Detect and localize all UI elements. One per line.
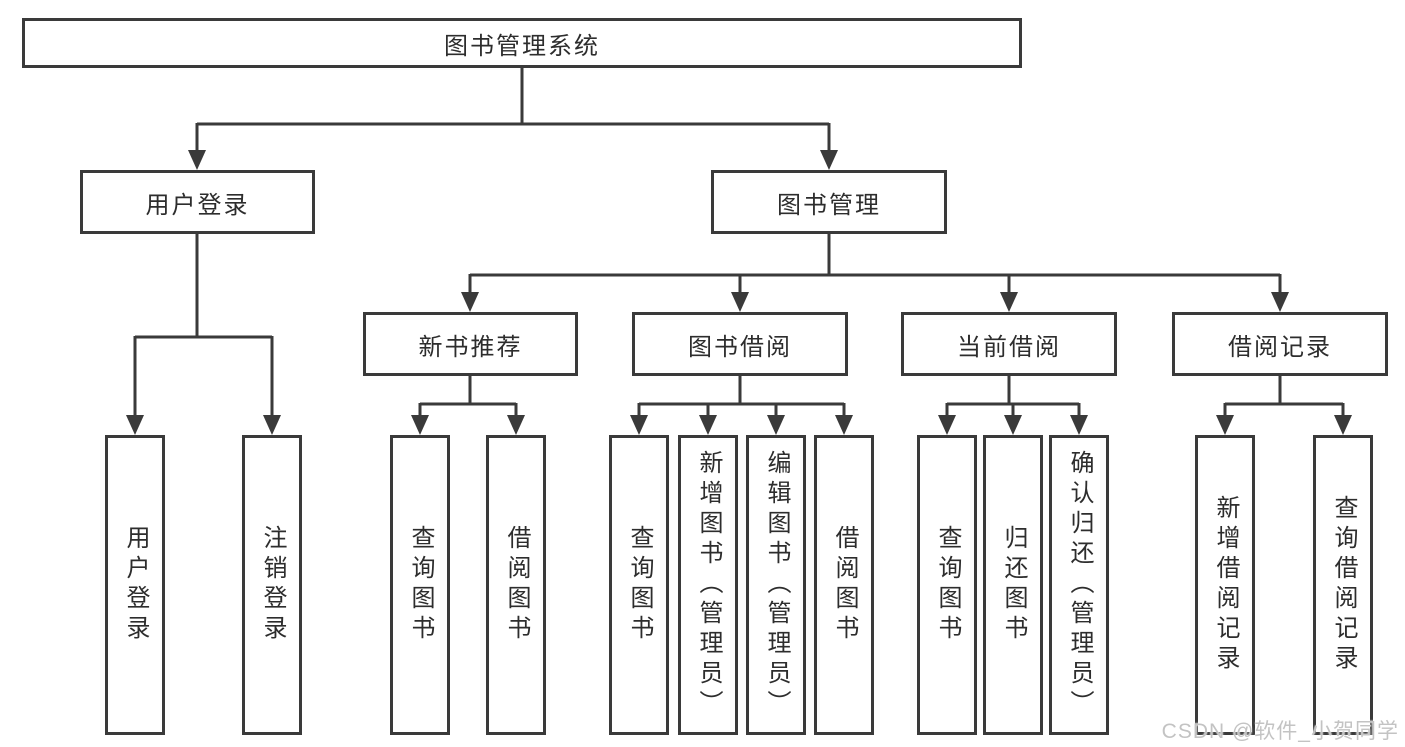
leaf-query-books-borrow: 查询图书 xyxy=(609,435,669,735)
leaf-borrow-books-recommend: 借阅图书 xyxy=(486,435,546,735)
node-current-borrow: 当前借阅 xyxy=(901,312,1117,376)
node-book-management: 图书管理 xyxy=(711,170,947,234)
leaf-edit-book-admin: 编辑图书（管理员） xyxy=(746,435,806,735)
node-borrow-records: 借阅记录 xyxy=(1172,312,1388,376)
leaf-query-books-recommend: 查询图书 xyxy=(390,435,450,735)
node-book-borrow: 图书借阅 xyxy=(632,312,848,376)
leaf-query-books-current: 查询图书 xyxy=(917,435,977,735)
leaf-query-borrow-record: 查询借阅记录 xyxy=(1313,435,1373,735)
watermark-text: CSDN @软件_小贺同学 xyxy=(1161,720,1399,743)
leaf-return-book: 归还图书 xyxy=(983,435,1043,735)
leaf-logout: 注销登录 xyxy=(242,435,302,735)
node-new-book-recommend: 新书推荐 xyxy=(363,312,578,376)
node-user-login: 用户登录 xyxy=(80,170,315,234)
leaf-confirm-return-admin: 确认归还（管理员） xyxy=(1049,435,1109,735)
leaf-add-book-admin: 新增图书（管理员） xyxy=(678,435,738,735)
node-root: 图书管理系统 xyxy=(22,18,1022,68)
leaf-add-borrow-record: 新增借阅记录 xyxy=(1195,435,1255,735)
leaf-borrow-books: 借阅图书 xyxy=(814,435,874,735)
leaf-user-login: 用户登录 xyxy=(105,435,165,735)
